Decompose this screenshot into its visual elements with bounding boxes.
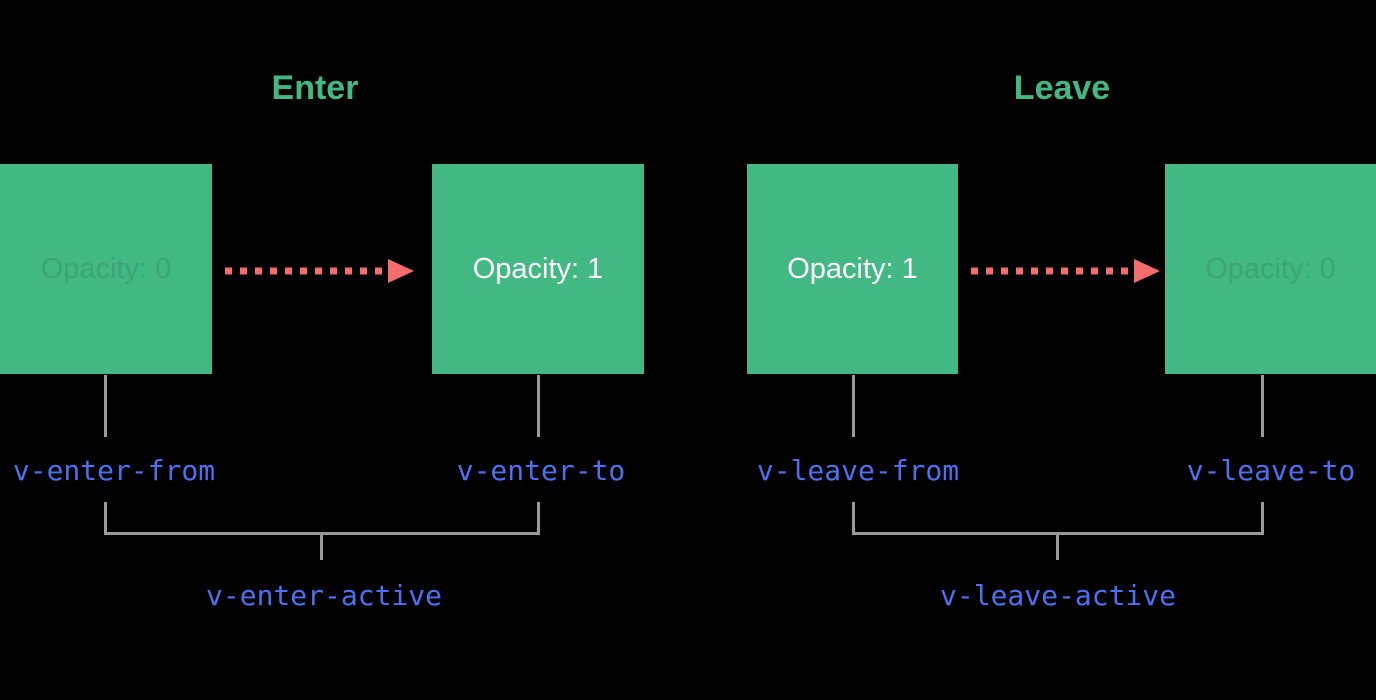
enter-to-connector-line [537,375,540,437]
enter-transition-arrow-icon [225,259,414,283]
leave-from-connector-line [852,375,855,437]
leave-arrow-head [1134,259,1160,283]
enter-to-box: Opacity: 1 [432,164,644,374]
enter-active-bracket-drop [320,535,323,560]
leave-from-box-label: Opacity: 1 [787,252,918,285]
enter-section-title: Enter [271,69,359,107]
leave-active-class-label: v-leave-active [939,579,1177,612]
leave-to-connector-line [1261,375,1264,437]
leave-to-box-label: Opacity: 0 [1205,252,1336,285]
leave-from-class-label: v-leave-from [756,454,960,487]
enter-active-bracket [104,502,540,535]
enter-from-box-label: Opacity: 0 [40,252,172,285]
enter-to-class-label: v-enter-to [456,454,626,487]
leave-to-class-label: v-leave-to [1186,454,1356,487]
enter-active-class-label: v-enter-active [205,579,443,612]
enter-arrow-head [388,259,414,283]
enter-from-box: Opacity: 0 [0,164,212,374]
leave-active-bracket-drop [1056,535,1059,560]
enter-to-box-label: Opacity: 1 [472,252,604,285]
enter-from-class-label: v-enter-from [12,454,216,487]
leave-to-box: Opacity: 0 [1165,164,1376,374]
leave-from-box: Opacity: 1 [747,164,958,374]
leave-section-title: Leave [1013,69,1111,107]
leave-active-bracket [852,502,1264,535]
leave-transition-arrow-icon [971,259,1160,283]
enter-from-connector-line [104,375,107,437]
